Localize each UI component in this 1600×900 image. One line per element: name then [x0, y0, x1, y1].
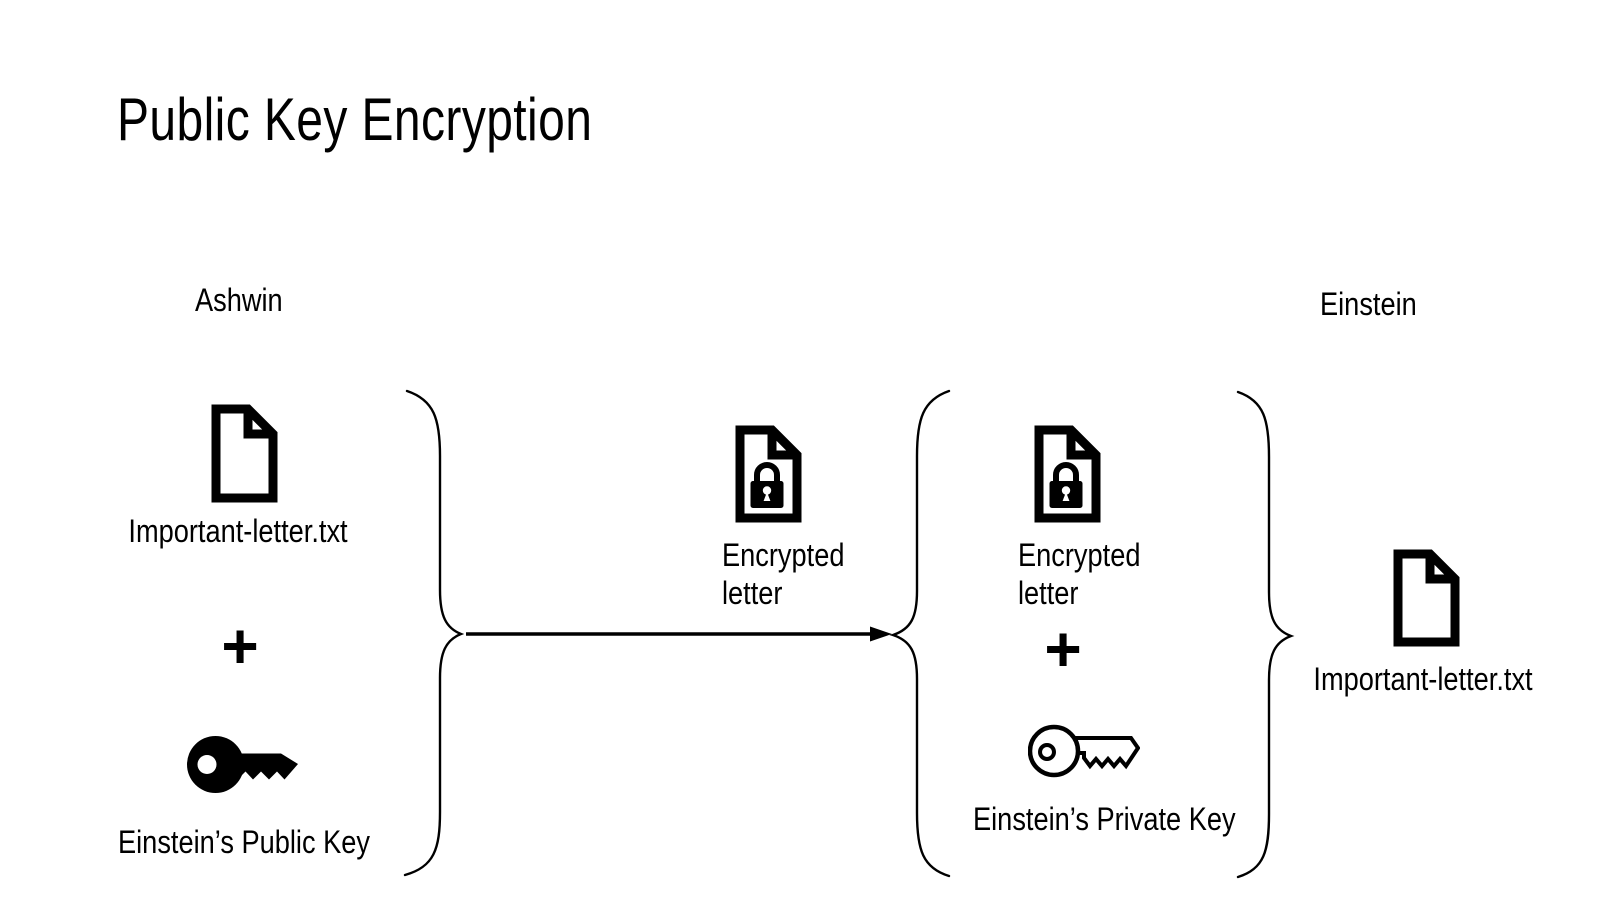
key-solid-icon — [187, 736, 298, 793]
encrypted-label-channel: Encrypted letter — [722, 536, 844, 612]
curly-brace-sender-icon — [403, 389, 465, 877]
key-label-receiver: Einstein’s Private Key — [973, 801, 1236, 837]
encrypted-document-icon-channel — [735, 425, 802, 523]
file-label-sender: Important-letter.txt — [128, 513, 348, 549]
actor-label-receiver: Einstein — [1320, 286, 1417, 322]
plus-sign-sender: + — [221, 610, 259, 682]
key-label-sender: Einstein’s Public Key — [118, 824, 370, 860]
encrypted-label-receiver: Encrypted letter — [1018, 536, 1140, 612]
encrypted-label-receiver-line1: Encrypted — [1018, 537, 1141, 573]
curly-brace-receiver-right-icon — [1236, 390, 1295, 879]
actor-label-sender: Ashwin — [195, 282, 283, 318]
page-title: Public Key Encryption — [117, 86, 593, 153]
document-icon-receiver — [1393, 549, 1460, 647]
key-outline-icon — [1028, 724, 1140, 778]
plus-sign-receiver: + — [1044, 613, 1082, 685]
document-icon-sender — [211, 404, 278, 503]
file-label-receiver: Important-letter.txt — [1313, 661, 1533, 697]
curly-brace-receiver-left-icon — [889, 389, 951, 878]
transfer-arrow-icon — [466, 626, 892, 642]
encrypted-document-icon-receiver — [1034, 425, 1101, 523]
encrypted-label-channel-line2: letter — [722, 575, 783, 611]
encrypted-label-receiver-line2: letter — [1018, 575, 1079, 611]
encrypted-label-channel-line1: Encrypted — [722, 537, 845, 573]
